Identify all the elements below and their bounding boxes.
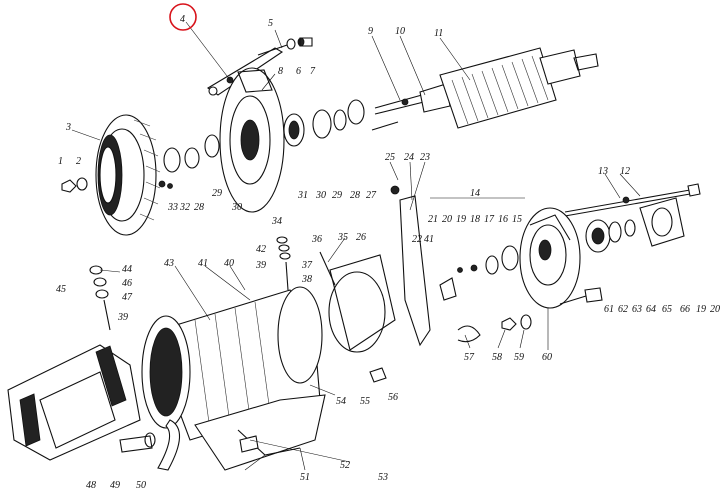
label-30a: 30 (231, 202, 242, 213)
label-23: 23 (420, 152, 430, 163)
label-26: 26 (356, 232, 366, 243)
lever-arm (206, 43, 291, 96)
label-39a: 39 (255, 260, 266, 271)
washer-nut-6-7 (286, 37, 313, 50)
label-56: 56 (388, 392, 398, 403)
part-labels: 4 5 6 7 8 9 10 11 3 1 2 33 32 28 29 30 3… (56, 14, 720, 491)
label-7: 7 (310, 66, 316, 77)
label-20: 20 (442, 214, 452, 225)
label-55: 55 (360, 396, 370, 407)
bracket-arm-23-25 (390, 185, 431, 347)
label-43: 43 (164, 258, 174, 269)
label-13: 13 (598, 166, 608, 177)
brush-spring-57-59 (457, 314, 532, 343)
label-60: 60 (542, 352, 552, 363)
label-27: 27 (366, 190, 377, 201)
field-coils (7, 344, 141, 461)
terminal-stud-34-38 (276, 236, 336, 291)
label-47: 47 (122, 292, 133, 303)
label-40: 40 (224, 258, 234, 269)
label-41a: 41 (424, 234, 434, 245)
label-44: 44 (122, 264, 132, 275)
label-39b: 39 (117, 312, 128, 323)
label-22: 22 (412, 234, 422, 245)
label-59: 59 (514, 352, 524, 363)
label-33: 33 (167, 202, 178, 213)
fan-pulley (95, 114, 161, 236)
mount-bracket-48-53 (119, 394, 326, 471)
label-31: 31 (297, 190, 308, 201)
label-6: 6 (296, 66, 301, 77)
label-12: 12 (620, 166, 630, 177)
label-49: 49 (110, 480, 120, 491)
label-48: 48 (86, 480, 96, 491)
label-20b: 20 (710, 304, 720, 315)
drive-end-bracket (219, 67, 285, 213)
label-29a: 29 (212, 188, 222, 199)
label-62: 62 (618, 304, 628, 315)
label-38: 38 (301, 274, 312, 285)
label-63: 63 (632, 304, 642, 315)
label-28a: 28 (194, 202, 204, 213)
label-17: 17 (484, 214, 495, 225)
label-45: 45 (56, 284, 66, 295)
label-50: 50 (136, 480, 146, 491)
armature (374, 47, 599, 129)
label-34: 34 (271, 216, 282, 227)
nut-washer-1-2 (61, 177, 88, 193)
label-25: 25 (385, 152, 395, 163)
label-41b: 41 (198, 258, 208, 269)
label-65: 65 (662, 304, 672, 315)
label-28b: 28 (350, 190, 360, 201)
label-15: 15 (512, 214, 522, 225)
label-29b: 29 (332, 190, 342, 201)
label-30b: 30 (315, 190, 326, 201)
brush-parts-15-21 (439, 245, 519, 301)
highlight-circle (169, 3, 197, 31)
label-4: 4 (180, 14, 185, 25)
label-11: 11 (434, 28, 443, 39)
label-37: 37 (301, 260, 313, 271)
label-61: 61 (604, 304, 614, 315)
label-16: 16 (498, 214, 508, 225)
label-14: 14 (470, 188, 480, 199)
bearing-set-27-31 (283, 99, 399, 147)
label-51: 51 (300, 472, 310, 483)
label-19: 19 (456, 214, 466, 225)
label-32: 32 (179, 202, 190, 213)
label-35: 35 (337, 232, 348, 243)
bearing-set-61-66 (585, 197, 685, 253)
label-66: 66 (680, 304, 690, 315)
label-18: 18 (470, 214, 480, 225)
cover-band (328, 254, 396, 383)
label-21: 21 (428, 214, 438, 225)
label-54: 54 (336, 396, 346, 407)
label-46: 46 (122, 278, 132, 289)
label-19b: 19 (696, 304, 706, 315)
leader-lines (71, 21, 641, 471)
label-58: 58 (492, 352, 502, 363)
terminal-hardware-44-47 (89, 265, 111, 331)
label-5: 5 (268, 18, 273, 29)
label-9: 9 (368, 26, 373, 37)
label-57: 57 (464, 352, 475, 363)
label-64: 64 (646, 304, 656, 315)
label-3: 3 (65, 122, 71, 133)
rings-28-29-32-33 (158, 134, 220, 189)
label-2: 2 (76, 156, 81, 167)
label-36: 36 (311, 234, 322, 245)
label-42: 42 (256, 244, 266, 255)
label-52: 52 (340, 460, 350, 471)
label-24: 24 (404, 152, 414, 163)
label-10: 10 (395, 26, 405, 37)
label-1: 1 (58, 156, 63, 167)
commutator-end-cover (519, 207, 581, 309)
bolt-60 (559, 287, 603, 305)
label-8: 8 (278, 66, 283, 77)
label-53: 53 (378, 472, 388, 483)
through-bolt (564, 183, 701, 217)
